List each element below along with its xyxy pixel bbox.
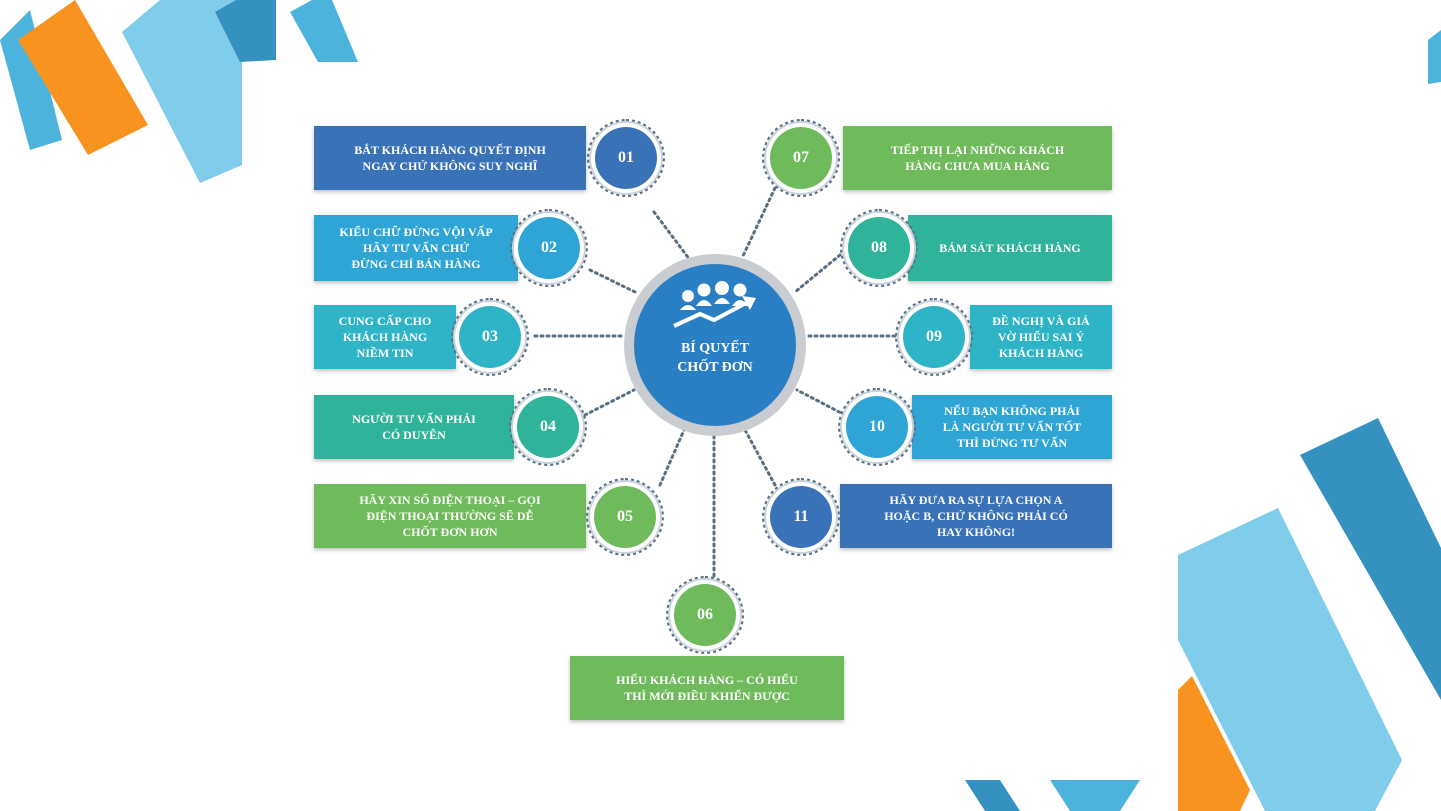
item-03-box: CUNG CẤP CHO KHÁCH HÀNG NIỀM TIN [314,305,456,369]
connector-11 [743,428,777,487]
connector-08 [793,253,842,294]
item-05-box: HÃY XIN SỐ ĐIỆN THOẠI – GỌI ĐIỆN THOẠI T… [314,484,586,548]
connector-04 [583,388,636,417]
center-hub: BÍ QUYẾT CHỐT ĐƠN [634,264,796,426]
item-06-text: HIỂU KHÁCH HÀNG – CÓ HIỂU THÌ MỚI ĐIỀU K… [616,672,798,703]
number-07: 07 [770,127,832,189]
ring-10 [838,388,916,466]
item-09-box: ĐỀ NGHỊ VÀ GIẢ VỜ HIỂU SAI Ý KHÁCH HÀNG [970,305,1112,369]
deco-stripe [1050,780,1140,811]
number-01: 01 [595,127,657,189]
item-07-box: TIẾP THỊ LẠI NHỮNG KHÁCH HÀNG CHƯA MUA H… [843,126,1112,190]
item-10-text: NẾU BẠN KHÔNG PHẢI LÀ NGƯỜI TƯ VẤN TỐT T… [942,403,1082,451]
deco-stripe [290,0,358,62]
ring-09 [895,298,973,376]
item-08-text: BÁM SÁT KHÁCH HÀNG [939,240,1081,255]
deco-stripe [1178,676,1250,811]
deco-stripe [0,10,62,150]
deco-stripe [965,780,1020,811]
ring-08 [840,209,918,287]
number-09: 09 [903,306,965,368]
connector-05 [658,428,686,487]
center-title: BÍ QUYẾT CHỐT ĐƠN [677,341,753,375]
item-11-box: HÃY ĐƯA RA SỰ LỰA CHỌN A HOẶC B, CHỨ KHÔ… [840,484,1112,548]
ring-11 [762,478,840,556]
item-09-text: ĐỀ NGHỊ VÀ GIẢ VỜ HIỂU SAI Ý KHÁCH HÀNG [992,313,1090,361]
item-04-box: NGƯỜI TƯ VẤN PHẢI CÓ DUYÊN [314,395,514,459]
number-03: 03 [459,306,521,368]
number-06: 06 [674,584,736,646]
number-05: 05 [594,486,656,548]
deco-stripe [1178,508,1402,811]
deco-stripe [215,0,276,62]
ring-02 [510,209,588,287]
item-07-text: TIẾP THỊ LẠI NHỮNG KHÁCH HÀNG CHƯA MUA H… [890,142,1065,173]
item-02-box: KIỂU CHỮ ĐỪNG VỘI VẤP HÃY TƯ VẤN CHỨ ĐỪN… [314,215,518,281]
item-01-box: BẮT KHÁCH HÀNG QUYẾT ĐỊNH NGAY CHỨ KHÔNG… [314,126,586,190]
number-02: 02 [518,217,580,279]
ring-06 [666,576,744,654]
number-10: 10 [846,396,908,458]
deco-stripe [18,0,148,155]
connector-01 [652,210,692,262]
ring-07 [762,119,840,197]
item-06-box: HIỂU KHÁCH HÀNG – CÓ HIỂU THÌ MỚI ĐIỀU K… [570,656,844,720]
connector-10 [795,388,847,417]
connector-07 [740,186,777,260]
ring-04 [509,388,587,466]
number-04: 04 [517,396,579,458]
number-08: 08 [848,217,910,279]
item-10-box: NẾU BẠN KHÔNG PHẢI LÀ NGƯỜI TƯ VẤN TỐT T… [912,395,1112,459]
deco-stripe [122,0,242,183]
item-02-text: KIỂU CHỮ ĐỪNG VỘI VẤP HÃY TƯ VẤN CHỨ ĐỪN… [339,224,493,272]
ring-05 [586,478,664,556]
item-04-text: NGƯỜI TƯ VẤN PHẢI CÓ DUYÊN [352,411,476,442]
ring-01 [587,119,665,197]
item-01-text: BẮT KHÁCH HÀNG QUYẾT ĐỊNH NGAY CHỨ KHÔNG… [354,142,546,173]
team-growth-icon [673,281,756,328]
item-03-text: CUNG CẤP CHO KHÁCH HÀNG NIỀM TIN [338,313,432,361]
ring-03 [451,298,529,376]
deco-stripe [1428,30,1441,84]
connector-02 [588,268,637,294]
item-11-text: HÃY ĐƯA RA SỰ LỰA CHỌN A HOẶC B, CHỨ KHÔ… [884,492,1068,540]
item-08-box: BÁM SÁT KHÁCH HÀNG [908,215,1112,281]
deco-stripe [1300,418,1441,700]
number-11: 11 [770,486,832,548]
item-05-text: HÃY XIN SỐ ĐIỆN THOẠI – GỌI ĐIỆN THOẠI T… [359,492,541,540]
